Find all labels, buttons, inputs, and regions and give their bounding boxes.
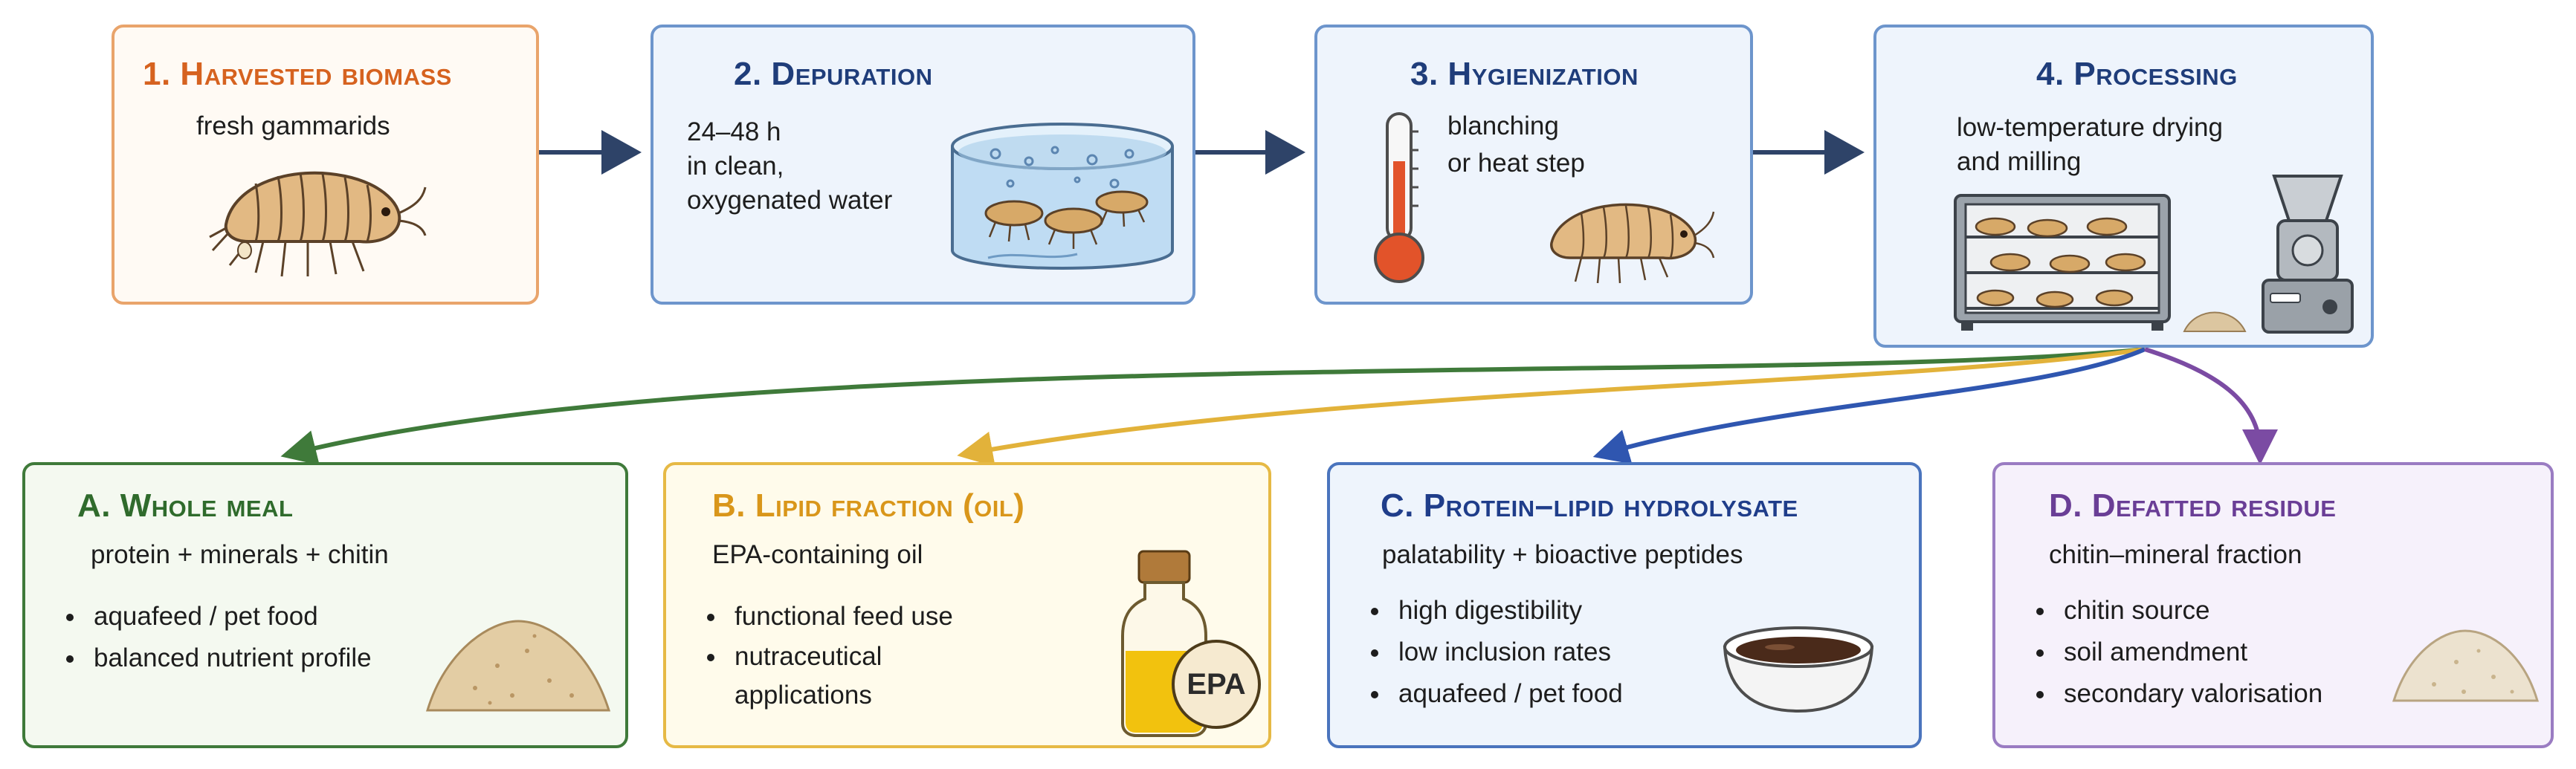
output-title: C. Protein–lipid hydrolysate	[1381, 487, 1798, 524]
output-subtitle: protein + minerals + chitin	[91, 540, 389, 569]
thermometer-icon	[1374, 112, 1424, 283]
bullet-item: soil amendment	[2056, 632, 2322, 673]
bullet-item: balanced nutrient profile	[86, 637, 372, 679]
output-bullets: functional feed use nutraceutical applic…	[694, 596, 953, 715]
step-line-1: 24–48 h	[687, 117, 781, 146]
output-subtitle: EPA-containing oil	[712, 540, 923, 569]
step-hygienization: 3. Hygienization blanching or heat step	[1314, 25, 1753, 305]
step-line-1: blanching	[1447, 111, 1559, 140]
arrow-to-lipid-fraction	[957, 347, 2146, 467]
output-subtitle: palatability + bioactive peptides	[1382, 540, 1743, 569]
step-harvested-biomass: 1. Harvested biomass fresh gammarids	[112, 25, 539, 305]
bullet-item: nutraceutical applications	[727, 637, 953, 715]
water-tank-icon	[951, 123, 1174, 270]
meal-pile-icon	[425, 620, 611, 712]
output-title: A. Whole meal	[77, 487, 294, 524]
arrow-to-hydrolysate	[1592, 347, 2146, 464]
step-title: 2. Depuration	[734, 56, 933, 92]
output-bullets: chitin source soil amendment secondary v…	[2024, 590, 2322, 715]
step-title: 4. Processing	[2036, 56, 2238, 92]
bullet-item: low inclusion rates	[1391, 632, 1623, 673]
step-depuration: 2. Depuration 24–48 h in clean, oxygenat…	[651, 25, 1195, 305]
step-line-1: low-temperature drying	[1957, 113, 2223, 142]
step-text: fresh gammarids	[196, 111, 390, 140]
output-title: D. Defatted residue	[2049, 487, 2337, 524]
output-title: B. Lipid fraction (oil)	[712, 487, 1025, 524]
output-hydrolysate: C. Protein–lipid hydrolysate palatabilit…	[1327, 462, 1922, 748]
arrow-to-whole-meal	[280, 347, 2146, 466]
bullet-item: aquafeed / pet food	[1391, 673, 1623, 715]
bullet-item: aquafeed / pet food	[86, 596, 372, 637]
bullet-item: chitin source	[2056, 590, 2322, 632]
epa-badge: EPA	[1172, 640, 1261, 729]
residue-pile-icon	[2392, 629, 2540, 702]
dryer-icon	[1954, 194, 2171, 331]
step-line-2: and milling	[1957, 147, 2082, 176]
gammarid-icon	[1550, 203, 1715, 284]
arrow-to-defatted-residue	[2144, 347, 2278, 465]
step-line-2: or heat step	[1447, 149, 1585, 178]
bullet-item: secondary valorisation	[2056, 673, 2322, 715]
bullet-item: high digestibility	[1391, 590, 1623, 632]
step-line-2: in clean,	[687, 152, 784, 181]
output-bullets: aquafeed / pet food balanced nutrient pr…	[54, 596, 372, 679]
gammarid-icon	[209, 171, 427, 277]
step-line-3: oxygenated water	[687, 186, 893, 215]
output-lipid-fraction: B. Lipid fraction (oil) EPA-containing o…	[663, 462, 1271, 748]
output-whole-meal: A. Whole meal protein + minerals + chiti…	[22, 462, 628, 748]
meal-pile-icon	[2183, 311, 2247, 332]
hydrolysate-bowl-icon	[1723, 626, 1874, 713]
epa-badge-label: EPA	[1187, 667, 1246, 701]
mill-icon	[2262, 175, 2354, 334]
output-bullets: high digestibility low inclusion rates a…	[1358, 590, 1623, 715]
step-title: 1. Harvested biomass	[143, 56, 452, 92]
step-processing: 4. Processing low-temperature drying and…	[1873, 25, 2374, 348]
step-title: 3. Hygienization	[1410, 56, 1639, 92]
output-defatted-residue: D. Defatted residue chitin–mineral fract…	[1992, 462, 2554, 748]
bullet-item: functional feed use	[727, 596, 953, 637]
output-subtitle: chitin–mineral fraction	[2049, 540, 2302, 569]
